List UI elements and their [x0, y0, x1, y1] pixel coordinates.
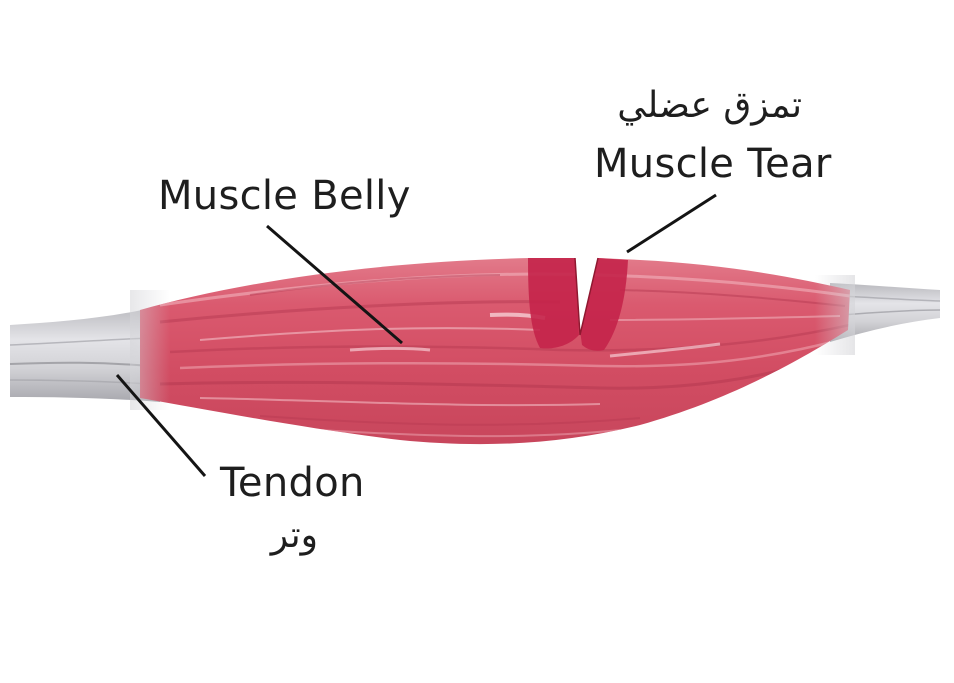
muscle-tear-label-arabic: تمزق عضلي: [617, 85, 802, 126]
tendon-label: Tendon: [220, 460, 365, 506]
muscle-tear-label: Muscle Tear: [594, 141, 832, 187]
tendon-label-arabic: وتر: [270, 515, 318, 556]
muscle-belly: [130, 258, 855, 445]
leader-line-belly: [266, 224, 403, 345]
muscle-belly-label: Muscle Belly: [158, 173, 411, 219]
leader-line-tendon: [115, 374, 207, 477]
leader-line-tear: [626, 193, 717, 254]
muscle-tear: [528, 257, 628, 351]
